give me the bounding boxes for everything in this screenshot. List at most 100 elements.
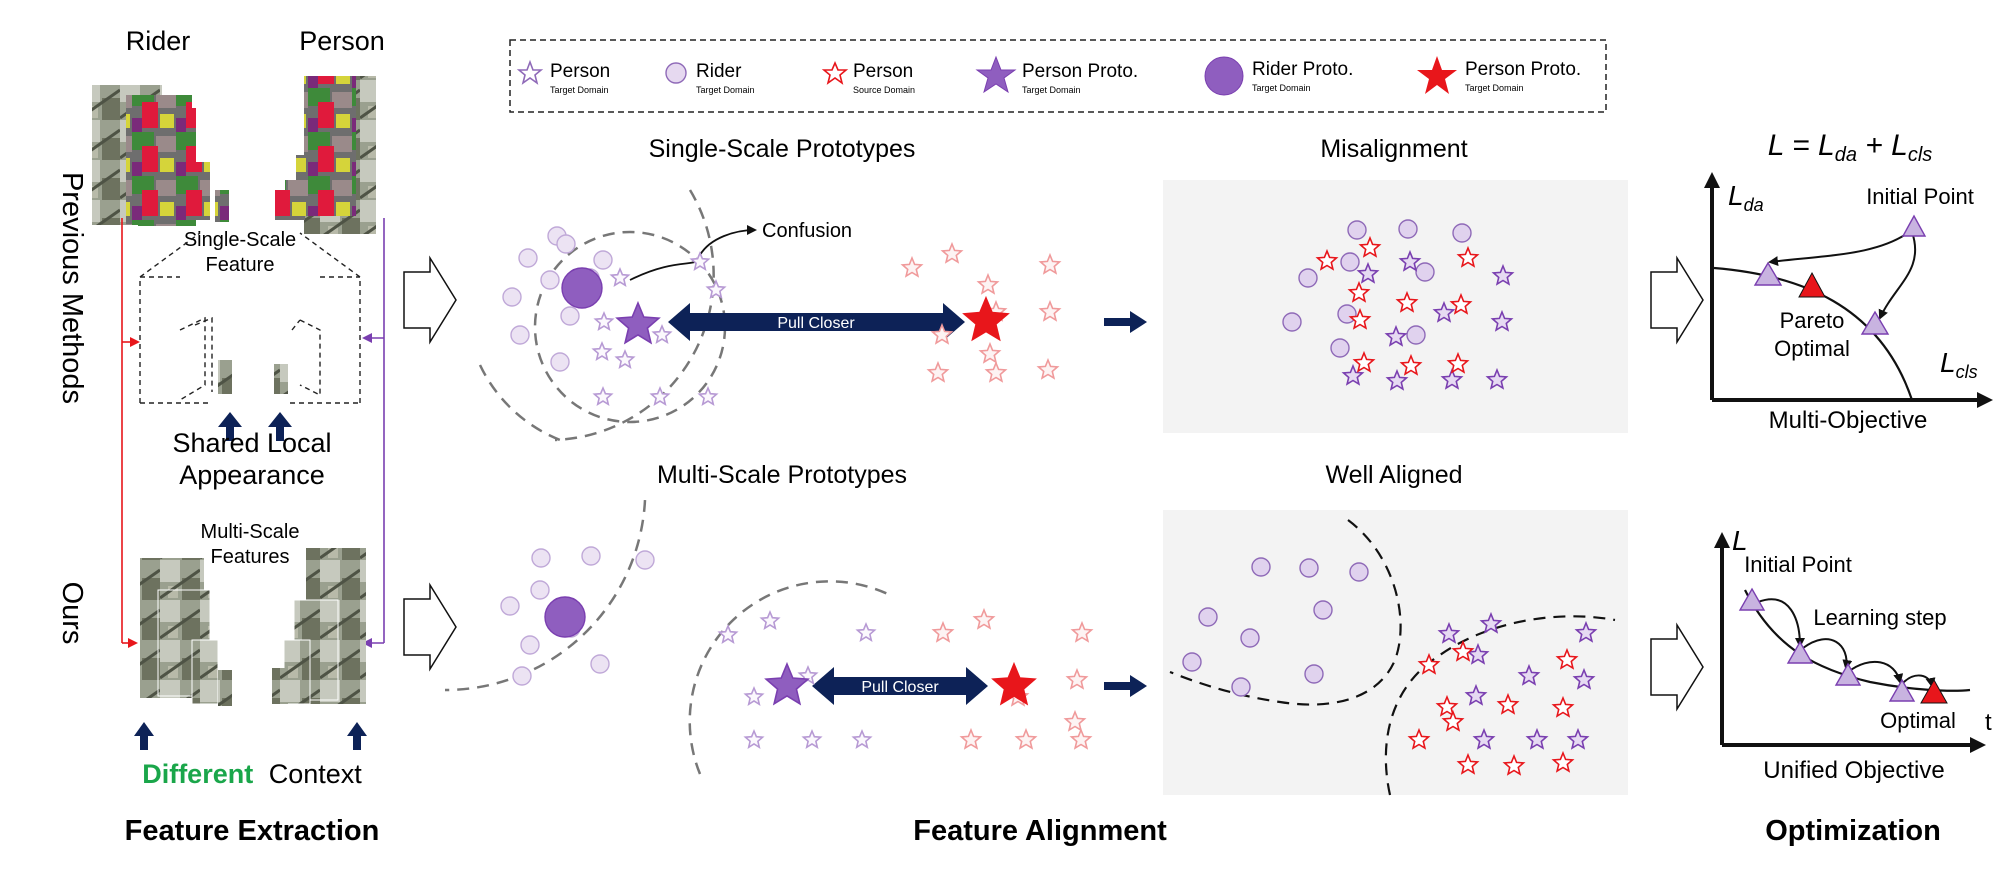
rider-prototype: [561, 267, 603, 309]
person-target-star: [1385, 368, 1409, 391]
rider-point: [1398, 219, 1418, 239]
person-target-star: [705, 278, 727, 299]
person-target-star: [1356, 261, 1380, 284]
person-source-star: [1395, 290, 1419, 313]
person-prototype: [764, 661, 810, 706]
triangle-icon: [1888, 678, 1916, 702]
person-source-star: [1069, 727, 1093, 750]
person-target-star: [649, 385, 671, 406]
circle-filled-purple-icon: [1204, 56, 1244, 96]
multi-scale-features-label-2: Features: [211, 546, 290, 568]
legend-item-sub: Target Domain: [1022, 85, 1081, 95]
rider-point: [1182, 652, 1202, 672]
single-scale-prototypes-title: Single-Scale Prototypes: [649, 135, 916, 163]
confusion-label: Confusion: [762, 220, 852, 242]
legend-box: [509, 39, 1607, 113]
rider-point: [1198, 607, 1218, 627]
local-patch-rider: [218, 360, 232, 394]
initial-point-label-top: Initial Point: [1866, 184, 1974, 209]
single-scale-feature-label: Single-Scale: [184, 229, 296, 251]
person-source-star: [1449, 292, 1473, 315]
rider-point: [1282, 312, 1302, 332]
person-target-star: [1566, 727, 1590, 750]
rider-point: [1406, 325, 1426, 345]
triangle-icon: [1901, 214, 1927, 237]
person-label: Person: [299, 26, 385, 56]
legend-item-sub: Source Domain: [853, 85, 915, 95]
pull-closer-arrow-bottom: Pull Closer: [812, 667, 988, 705]
star-outline-purple-icon: [516, 59, 544, 85]
rider-point: [518, 248, 538, 268]
person-source-star: [930, 322, 954, 345]
person-source-star: [1352, 350, 1376, 373]
person-source-star: [1451, 639, 1475, 662]
person-source-star: [1407, 727, 1431, 750]
different-word: Different: [142, 759, 253, 789]
axis-label-lcls: Lcls: [1940, 347, 1978, 382]
person-source-star: [1036, 357, 1060, 380]
person-target-star: [651, 323, 673, 344]
feature-extraction-section: Rider Person Previous Methods Ours Singl…: [56, 26, 385, 847]
shared-local-appearance-label: Shared Local: [172, 428, 331, 458]
rider-point: [556, 234, 576, 254]
rider-point: [560, 306, 580, 326]
person-source-star: [1065, 667, 1089, 690]
rider-point: [530, 580, 550, 600]
person-target-star: [593, 310, 615, 331]
person-target-star: [759, 609, 781, 631]
person-source-star: [931, 620, 955, 643]
person-target-star: [1440, 367, 1464, 390]
legend-item-sub: Target Domain: [696, 85, 755, 95]
block-arrow-icon: [403, 255, 1704, 712]
rider-point: [512, 666, 532, 686]
person-target-star: [743, 728, 765, 750]
person-source-star: [1435, 694, 1459, 717]
rider-point: [540, 270, 560, 290]
legend-item-sub: Target Domain: [1465, 83, 1524, 93]
optimization-title: Optimization: [1765, 815, 1941, 847]
rider-point: [1347, 220, 1367, 240]
confusion-arrow: [629, 225, 757, 281]
triangle-icon: [1786, 640, 1814, 664]
person-target-star: [1525, 727, 1549, 750]
rider-point: [1251, 557, 1271, 577]
person-target-star: [689, 250, 711, 271]
person-source-star: [1551, 695, 1575, 718]
unified-objective-plot: L t Initial Point Learning step Optimal …: [1714, 525, 1992, 784]
person-source-star: [972, 607, 996, 630]
person-target-star: [1479, 611, 1503, 634]
unified-objective-label: Unified Objective: [1763, 757, 1944, 784]
person-segmentation-images: [275, 76, 376, 234]
person-source-prototype: [991, 661, 1037, 706]
feature-alignment-title: Feature Alignment: [913, 815, 1167, 847]
person-source-star: [978, 341, 1002, 364]
descent-arrow: [1878, 231, 1917, 320]
legend-item-title: Person Proto.: [1022, 61, 1138, 82]
legend-item-title: Person: [550, 61, 610, 82]
person-multiscale-crops: [272, 548, 366, 705]
person-source-star: [1038, 252, 1062, 275]
person-source-star: [1441, 709, 1465, 732]
rider-point: [1304, 664, 1324, 684]
person-source-star: [976, 272, 1000, 295]
person-target-star: [592, 385, 614, 406]
well-aligned-boundaries: [1169, 519, 1616, 796]
axis-label-lda: Lda: [1728, 180, 1764, 215]
person-target-star: [697, 385, 719, 406]
rider-feature-connector: [121, 218, 140, 648]
person-target-star: [1437, 621, 1461, 644]
alignment-markers: [500, 219, 1598, 776]
rider-point: [510, 325, 530, 345]
feature-alignment-section: Single-Scale Prototypes Multi-Scale Prot…: [444, 135, 1628, 847]
person-target-star: [1466, 642, 1490, 665]
triangle-icon: [1753, 261, 1783, 286]
triangle-icon: [1738, 587, 1766, 611]
arrow-right-icon: [1104, 311, 1147, 697]
person-target-star: [855, 621, 877, 643]
pull-closer-label-top: Pull Closer: [777, 315, 855, 332]
person-target-star: [743, 685, 765, 707]
legend-item-sub: Target Domain: [550, 85, 609, 95]
rider-point: [502, 287, 522, 307]
person-target-star: [1472, 727, 1496, 750]
